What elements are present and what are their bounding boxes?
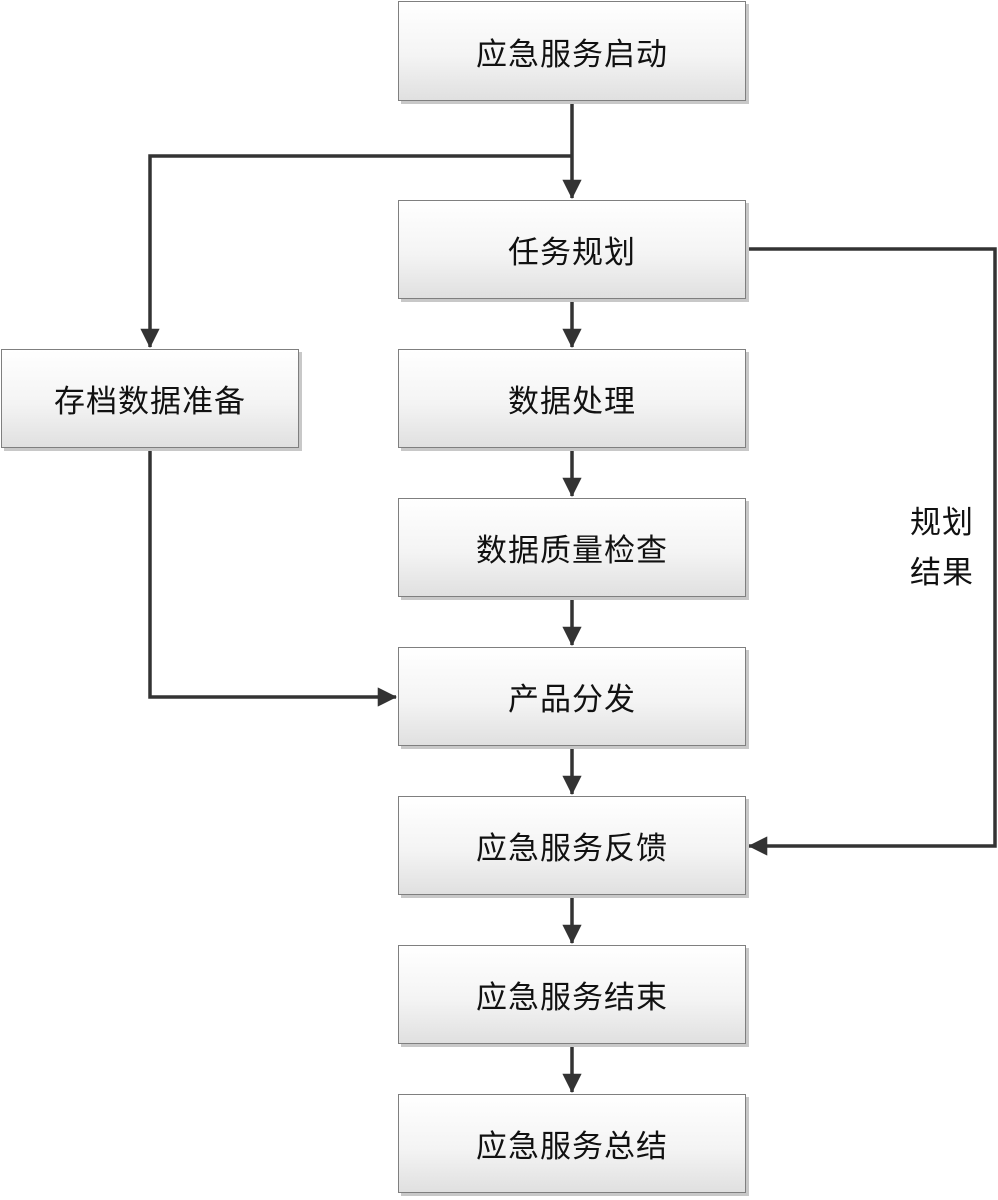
node-data-processing: 数据处理 xyxy=(398,349,746,448)
node-end: 应急服务结束 xyxy=(398,945,746,1044)
node-archive-prep-label: 存档数据准备 xyxy=(54,384,246,420)
arrow-start-to-archive xyxy=(140,154,572,348)
node-quality-check-label: 数据质量检查 xyxy=(476,533,668,569)
node-feedback: 应急服务反馈 xyxy=(398,796,746,895)
node-start-label: 应急服务启动 xyxy=(476,36,668,73)
node-feedback-label: 应急服务反馈 xyxy=(476,831,668,867)
node-archive-prep: 存档数据准备 xyxy=(1,349,299,448)
arrow-archive-to-distribution xyxy=(148,448,397,707)
node-quality-check: 数据质量检查 xyxy=(398,498,746,597)
node-summary-label: 应急服务总结 xyxy=(476,1129,668,1165)
edge-label-line2: 结果 xyxy=(910,555,974,591)
node-product-distribution: 产品分发 xyxy=(398,647,746,746)
edge-label-planning-result: 规划 结果 xyxy=(910,498,974,598)
node-task-planning-label: 任务规划 xyxy=(508,235,636,271)
node-task-planning: 任务规划 xyxy=(398,200,746,299)
node-product-distribution-label: 产品分发 xyxy=(508,682,636,718)
node-data-processing-label: 数据处理 xyxy=(508,384,636,420)
edge-label-line1: 规划 xyxy=(910,505,974,541)
arrow-planning-result-to-feedback xyxy=(746,247,997,856)
node-start: 应急服务启动 xyxy=(398,1,746,101)
node-summary: 应急服务总结 xyxy=(398,1094,746,1193)
node-end-label: 应急服务结束 xyxy=(476,980,668,1016)
